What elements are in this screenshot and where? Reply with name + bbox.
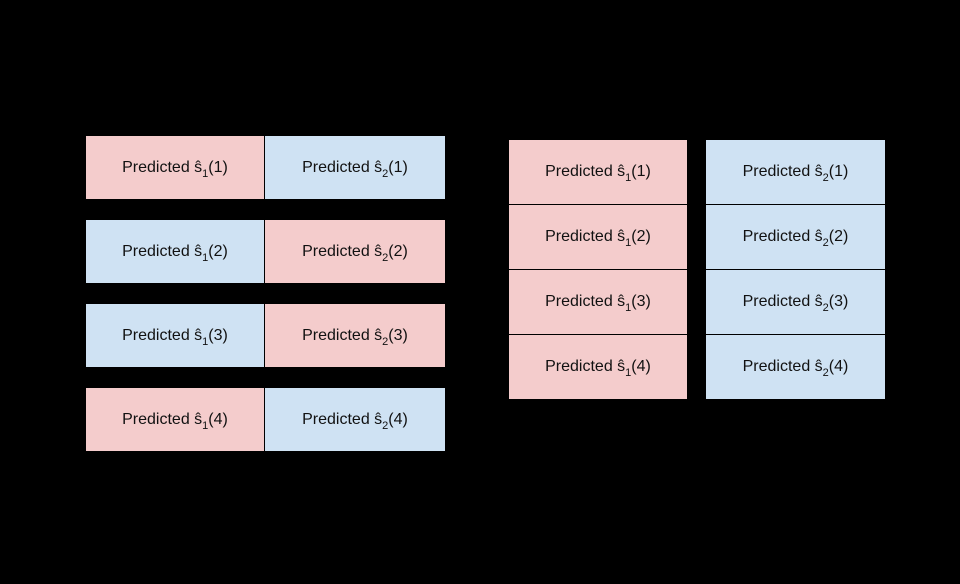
prediction-label: Predicted ŝ1(4) [545, 358, 651, 379]
right-column-speaker1: Predicted ŝ1(1) Predicted ŝ1(2) Predicte… [508, 139, 688, 400]
prediction-cell: Predicted ŝ1(3) [508, 269, 688, 335]
prediction-label: Predicted ŝ2(3) [742, 293, 849, 314]
prediction-label: Predicted ŝ1(2) [122, 242, 228, 264]
prediction-label: Predicted ŝ2(4) [742, 358, 849, 379]
prediction-cell: Predicted ŝ1(4) [508, 334, 688, 400]
prediction-cell: Predicted ŝ1(4) [85, 387, 265, 452]
prediction-cell: Predicted ŝ1(2) [508, 204, 688, 270]
prediction-label: Predicted ŝ2(1) [302, 158, 408, 180]
prediction-cell: Predicted ŝ2(2) [705, 204, 886, 270]
prediction-label: Predicted ŝ1(2) [545, 228, 651, 249]
prediction-cell: Predicted ŝ2(1) [705, 139, 886, 205]
prediction-cell: Predicted ŝ1(2) [85, 219, 265, 284]
prediction-cell: Predicted ŝ1(1) [85, 135, 265, 200]
prediction-label: Predicted ŝ1(1) [545, 163, 651, 184]
left-row-3: Predicted ŝ1(3) Predicted ŝ2(3) [85, 303, 447, 368]
prediction-label: Predicted ŝ2(2) [302, 242, 408, 264]
prediction-cell: Predicted ŝ2(3) [264, 303, 446, 368]
left-row-2: Predicted ŝ1(2) Predicted ŝ2(2) [85, 219, 447, 284]
prediction-label: Predicted ŝ1(1) [122, 158, 228, 180]
speaker-subscript: 2 [382, 419, 389, 432]
prediction-cell: Predicted ŝ2(3) [705, 269, 886, 335]
speaker-subscript: 1 [202, 251, 209, 264]
left-row-4: Predicted ŝ1(4) Predicted ŝ2(4) [85, 387, 447, 452]
speaker-subscript: 1 [625, 237, 632, 249]
speaker-subscript: 1 [625, 302, 632, 314]
speaker-subscript: 1 [625, 172, 632, 184]
right-column-speaker2: Predicted ŝ2(1) Predicted ŝ2(2) Predicte… [705, 139, 886, 400]
speaker-subscript: 1 [202, 167, 209, 180]
left-row-1: Predicted ŝ1(1) Predicted ŝ2(1) [85, 135, 447, 200]
speaker-subscript: 2 [382, 335, 389, 348]
prediction-label: Predicted ŝ2(2) [742, 228, 849, 249]
prediction-cell: Predicted ŝ1(1) [508, 139, 688, 205]
prediction-label: Predicted ŝ1(4) [122, 410, 228, 432]
speaker-subscript: 1 [202, 419, 209, 432]
speaker-subscript: 1 [202, 335, 209, 348]
prediction-label: Predicted ŝ1(3) [122, 326, 228, 348]
speaker-subscript: 2 [822, 237, 829, 249]
speaker-subscript: 2 [382, 251, 389, 264]
left-block-grid: Predicted ŝ1(1) Predicted ŝ2(1) Predicte… [85, 135, 447, 471]
prediction-label: Predicted ŝ1(3) [545, 293, 651, 314]
speaker-subscript: 2 [822, 302, 829, 314]
prediction-cell: Predicted ŝ2(2) [264, 219, 446, 284]
prediction-label: Predicted ŝ2(4) [302, 410, 408, 432]
prediction-label: Predicted ŝ2(3) [302, 326, 408, 348]
prediction-label: Predicted ŝ2(1) [742, 163, 849, 184]
prediction-cell: Predicted ŝ1(3) [85, 303, 265, 368]
prediction-cell: Predicted ŝ2(1) [264, 135, 446, 200]
speaker-subscript: 2 [822, 172, 829, 184]
speaker-subscript: 1 [625, 367, 632, 379]
prediction-cell: Predicted ŝ2(4) [264, 387, 446, 452]
speaker-subscript: 2 [822, 367, 829, 379]
prediction-cell: Predicted ŝ2(4) [705, 334, 886, 400]
speaker-subscript: 2 [382, 167, 389, 180]
